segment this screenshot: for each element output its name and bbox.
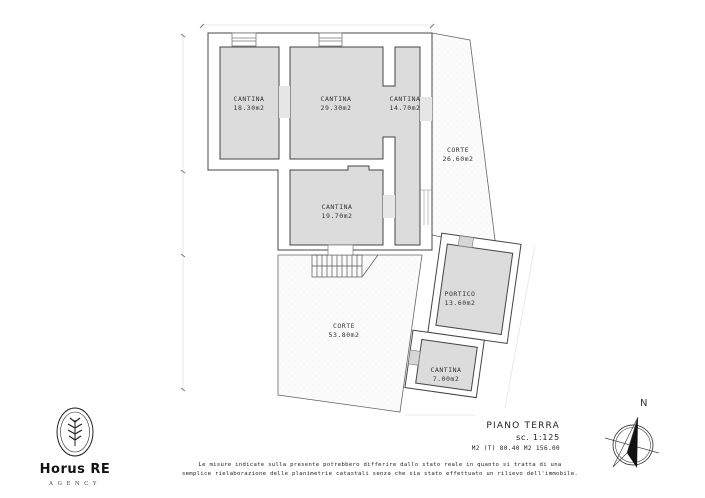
floor-title: PIANO TERRA xyxy=(486,421,560,431)
room-portico xyxy=(435,243,514,336)
scale-label: sc. 1:125 xyxy=(516,433,560,442)
north-arrow-icon xyxy=(604,416,660,468)
title-block: PIANO TERRA sc. 1:125 M2 (T) 80.40 M2 15… xyxy=(472,421,560,452)
corte-lower-area xyxy=(277,254,423,413)
logo-sub: AGENCY xyxy=(48,481,102,487)
disclaimer: Le misure indicate sulla presente potreb… xyxy=(181,462,579,477)
north-label: N xyxy=(640,398,648,409)
room-cantina-4 xyxy=(289,165,384,246)
logo-mark xyxy=(56,407,94,457)
agency-logo: Horus RE AGENCY xyxy=(30,405,120,495)
stairs xyxy=(311,254,379,278)
logo-brand: Horus RE xyxy=(39,462,111,477)
dimension-ticks xyxy=(180,23,435,392)
areas-summary: M2 (T) 80.40 M2 156.00 xyxy=(471,445,560,452)
dimension-lines xyxy=(182,24,536,416)
room-cantina-2 xyxy=(289,46,421,246)
corte-upper-area xyxy=(431,32,497,249)
room-cantina-1 xyxy=(219,46,280,160)
